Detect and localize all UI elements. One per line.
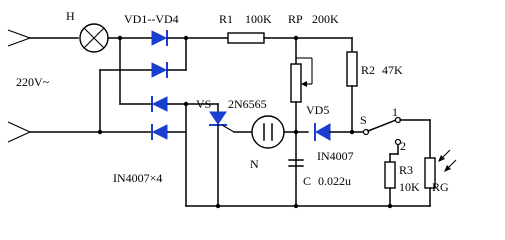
label-cap-name: C (303, 174, 311, 188)
schematic-canvas: H VD1--VD4 R1 100K RP 200K R2 47K 220V~ … (7, 9, 457, 209)
diode-vd3 (151, 96, 168, 112)
resistor-r2 (346, 51, 358, 87)
label-bridge-part: IN4007×4 (113, 171, 162, 185)
label-r3-name: R3 (399, 163, 413, 177)
ac-input-bottom-terminal (7, 121, 101, 143)
label-r1-value: 100K (245, 12, 272, 26)
label-neon: N (250, 157, 259, 171)
diode-vd2 (151, 62, 168, 78)
label-rp-value: 200K (312, 12, 339, 26)
scr-vs (209, 103, 235, 133)
label-r3-value: 10K (399, 180, 420, 194)
label-switch-pos2: 2 (400, 139, 406, 153)
switch-s (362, 116, 402, 146)
label-cap-value: 0.022u (318, 174, 351, 188)
ac-input-top-terminal (7, 29, 79, 47)
label-vd5-part: IN4007 (317, 149, 354, 163)
label-r2-name: R2 (361, 63, 375, 77)
label-ldr: RG (432, 180, 449, 194)
label-supply: 220V~ (16, 75, 50, 89)
neon-lamp-n (251, 115, 285, 149)
label-r1-name: R1 (219, 12, 233, 26)
capacitor-c (288, 159, 304, 167)
label-lamp-h: H (66, 9, 75, 23)
resistor-r3 (384, 161, 396, 189)
diode-vd4 (151, 124, 168, 140)
circuit-diagram: H VD1--VD4 R1 100K RP 200K R2 47K 220V~ … (7, 9, 457, 209)
lamp-h (79, 23, 109, 53)
label-switch-pos1: 1 (392, 105, 398, 119)
diode-vd1 (151, 30, 168, 46)
resistor-r1 (227, 32, 265, 44)
label-scr-part: 2N6565 (228, 97, 267, 111)
label-r2-value: 47K (382, 63, 403, 77)
label-scr-name: VS (196, 97, 211, 111)
diode-vd5 (314, 123, 331, 141)
potentiometer-rp (290, 57, 313, 103)
label-switch: S (360, 113, 367, 127)
label-vd5-name: VD5 (306, 103, 329, 117)
label-bridge: VD1--VD4 (124, 12, 179, 26)
label-rp-name: RP (288, 12, 303, 26)
